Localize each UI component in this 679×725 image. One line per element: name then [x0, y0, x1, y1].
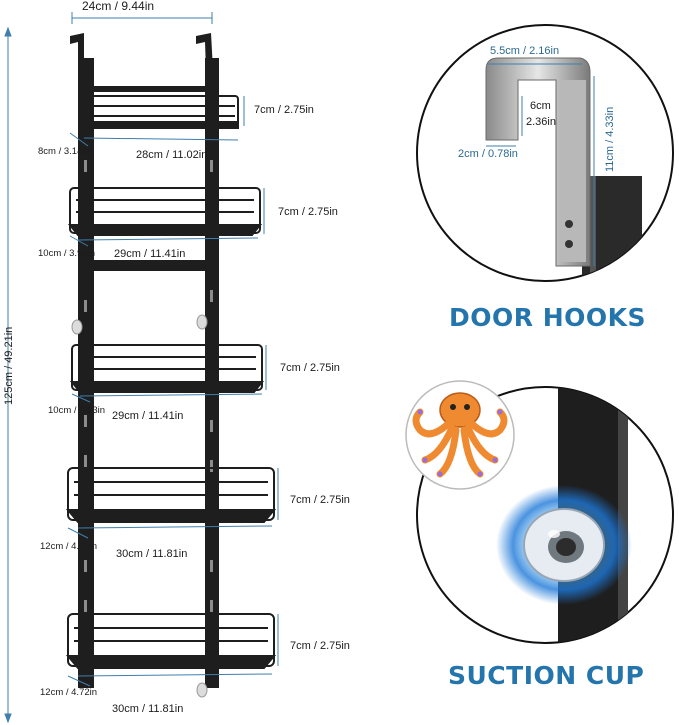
shelf-5-height-label: 7cm / 2.75in	[290, 640, 350, 652]
door-hook-detail	[416, 24, 674, 282]
upright-slots	[84, 160, 213, 612]
door-hooks-caption: DOOR HOOKS	[449, 303, 647, 332]
shelf-baskets	[65, 95, 277, 669]
shelf-4	[65, 467, 277, 523]
hook-inner-cm-label: 6cm	[530, 100, 551, 112]
middle-crossbar	[90, 260, 210, 271]
shelf-4-depth-label: 12cm / 4.72in	[40, 541, 98, 552]
hook-height-label: 11cm / 4.33in	[604, 106, 616, 172]
shelf-2	[67, 187, 263, 236]
suction-cup-caption: SUCTION CUP	[448, 661, 645, 690]
hook-width-label: 5.5cm / 2.16in	[490, 45, 560, 57]
shelf-2-depth-label: 10cm / 3.93in	[38, 248, 96, 259]
shelf-1-width-label: 28cm / 11.02in	[136, 149, 208, 161]
rack-suction-cups	[71, 314, 208, 698]
top-width-label: 24cm / 9.44in	[82, 0, 155, 13]
rack-frame	[70, 33, 219, 688]
hook-gap-label: 2cm / 0.78in	[458, 148, 518, 160]
shelf-5	[65, 613, 277, 669]
octopus-icon	[405, 380, 515, 490]
shelf-3-width-label: 29cm / 11.41in	[112, 410, 184, 422]
hook-inner-in-label: 2.36in	[526, 116, 556, 128]
shelf-5-width-label: 30cm / 11.81in	[112, 703, 184, 715]
shelf-5-depth-label: 12cm / 4.72in	[40, 687, 98, 698]
shelf-1-height-label: 7cm / 2.75in	[254, 104, 314, 116]
dimension-lines	[4, 12, 279, 724]
total-height-label: 125cm / 49.21in	[3, 326, 15, 405]
shelf-2-width-label: 29cm / 11.41in	[114, 248, 186, 260]
right-upright	[205, 58, 219, 688]
shelf-3-depth-label: 10cm / 3.93in	[48, 405, 106, 416]
shelf-1-depth-label: 8cm / 3.14in	[38, 146, 90, 157]
shelf-2-height-label: 7cm / 2.75in	[278, 206, 338, 218]
top-crossbar	[86, 86, 211, 92]
shelf-1	[83, 95, 239, 129]
shelf-3-height-label: 7cm / 2.75in	[280, 362, 340, 374]
shelf-3	[69, 344, 265, 393]
left-upright	[78, 58, 94, 688]
shelf-4-width-label: 30cm / 11.81in	[116, 548, 188, 560]
shelf-4-height-label: 7cm / 2.75in	[290, 494, 350, 506]
